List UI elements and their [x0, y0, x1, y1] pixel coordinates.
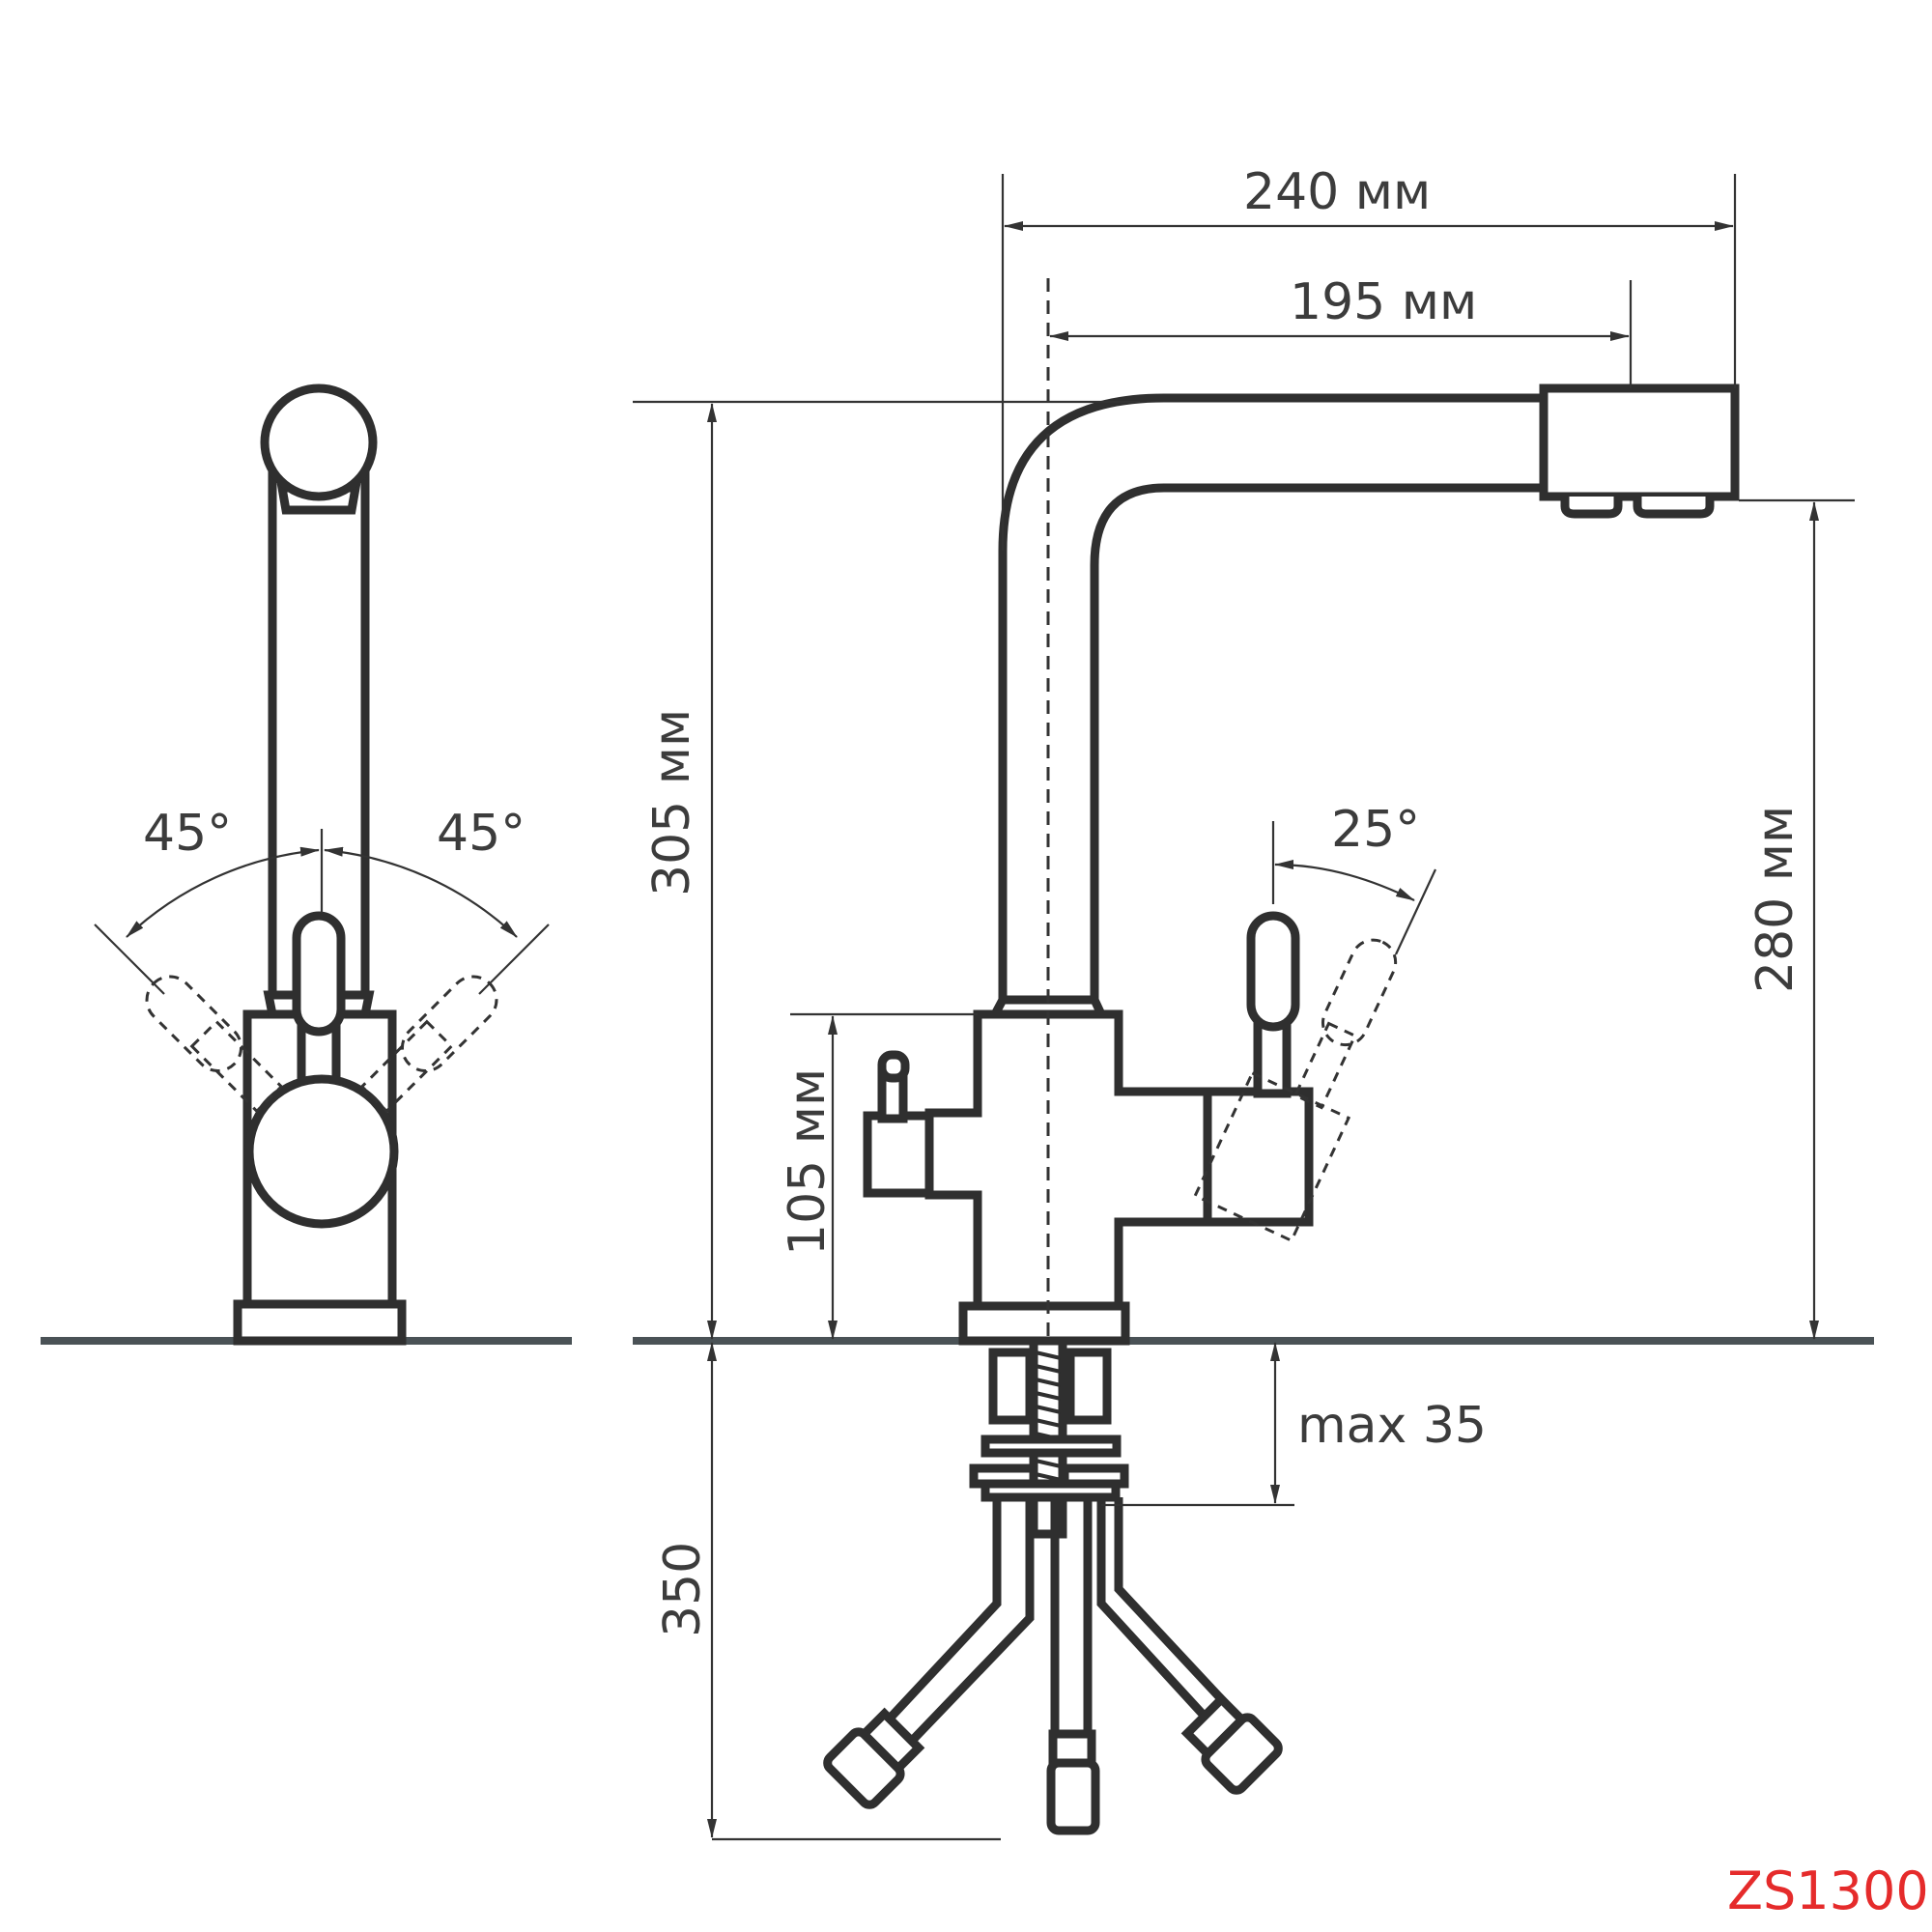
front-angle-right-line: [478, 923, 550, 995]
side-angle-tilted-line: [1395, 868, 1436, 955]
side-view: 25°: [633, 163, 1874, 1841]
hose-center: [1050, 1497, 1093, 1734]
side-spout-pipe: [998, 393, 1548, 1005]
hose-left: [885, 1497, 1002, 1723]
front-angle-arc-right: [324, 846, 518, 938]
front-base-plate: [233, 1299, 407, 1346]
front-spout-head: [260, 384, 378, 501]
dim-280-label: 280 мм: [1747, 806, 1804, 993]
side-right-valve: [1203, 1087, 1314, 1227]
side-mounting-hoses: [823, 1336, 1283, 1835]
side-spout-filter-head: [1539, 384, 1740, 501]
front-view: 45° 45°: [41, 384, 572, 1346]
dim-305-label: 305 мм: [643, 709, 701, 896]
hose-right-fitting: [1180, 1692, 1283, 1795]
hose-left-inner: [910, 1497, 1035, 1743]
side-left-valve: [863, 1111, 934, 1198]
hose-nut-right: [1065, 1348, 1112, 1425]
mount-bracket: [980, 1479, 1121, 1502]
dim-max35-label: max 35: [1297, 1397, 1487, 1455]
dim-105-label: 105 мм: [779, 1068, 837, 1256]
front-cartridge-knob: [244, 1074, 399, 1229]
dim-240-label: 240 мм: [1243, 163, 1431, 221]
hose-nut-left: [988, 1348, 1035, 1425]
side-spout-nozzle-right: [1633, 497, 1715, 519]
side-base-plate: [958, 1301, 1130, 1346]
side-angle-label: 25°: [1331, 801, 1420, 859]
side-left-lever-tip: [877, 1050, 910, 1083]
front-angle-arc-left: [126, 846, 320, 938]
hose-right: [1096, 1497, 1211, 1723]
dim-350-label: 350: [654, 1542, 712, 1637]
washer-top: [980, 1435, 1122, 1458]
hose-left-fitting: [823, 1707, 925, 1809]
hose-right-inner: [1114, 1497, 1231, 1709]
hose-center-fitting-nut: [1046, 1758, 1100, 1835]
side-angle-arc: [1274, 860, 1415, 901]
dim-195-label: 195 мм: [1290, 273, 1477, 331]
front-angle-left-label: 45°: [143, 805, 232, 863]
front-angle-left-line: [94, 923, 165, 995]
side-body: [924, 1009, 1212, 1311]
model-code: ZS1300: [1727, 1861, 1929, 1921]
side-right-lever-ghost: [1193, 938, 1398, 1243]
side-right-lever-handle: [1246, 911, 1300, 1032]
front-angle-right-label: 45°: [437, 805, 526, 863]
front-lever-handle: [292, 911, 346, 1037]
side-spout-nozzle-left: [1560, 497, 1623, 519]
